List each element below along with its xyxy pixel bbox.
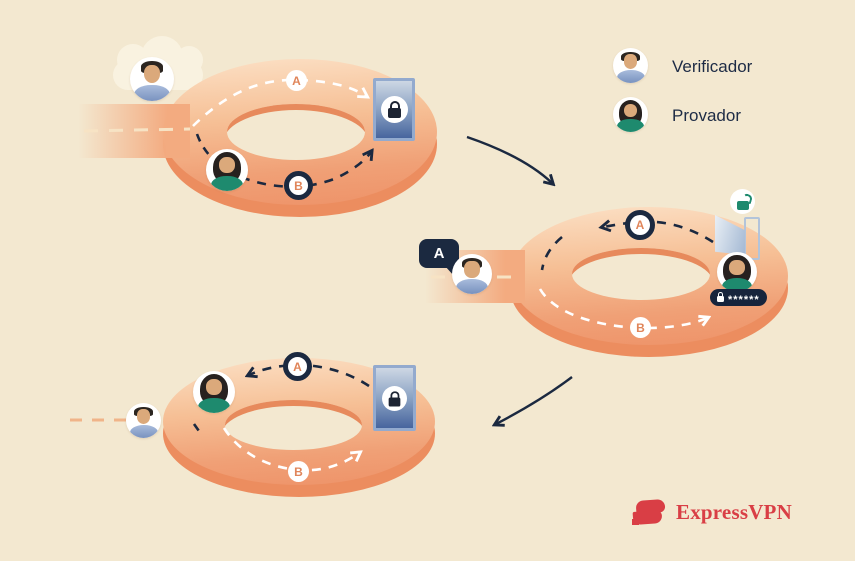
scene3-prover-avatar [193,371,235,413]
legend-verifier-label: Verificador [672,57,753,76]
scene2-verifier-avatar [452,254,492,294]
scene2-speech-bubble-text: A [433,245,445,262]
expressvpn-logo-icon [632,498,668,528]
scene3-door-icon [373,365,416,431]
scene1-lock-circle [380,96,408,123]
scene2-unlocked-circle [730,189,755,214]
scene3-path-a-label: A [293,359,302,374]
scene2-prover-avatar [717,252,757,292]
scene1-path-b-badge: B [284,171,313,200]
legend-prover-label: Provador [672,106,741,125]
scene3-path-b-label: B [294,464,303,479]
scene3-ring-hole [225,400,362,450]
legend-verifier-avatar [613,48,648,83]
scene1-road [78,104,190,158]
scene2-speech-bubble: A [419,239,459,276]
scene1-path-a-badge: A [286,70,307,91]
scene2-path-b-badge: B [630,317,651,338]
scene3-verifier-avatar [126,403,161,438]
scene2-path-b-label: B [636,320,645,335]
scene3-path-b-badge: B [288,461,309,482]
scene1-lock-closed-icon [387,101,401,118]
scene1-path-b-label: B [294,178,303,193]
scene2-ring-hole [572,248,710,300]
password-mask-text: ****** [728,294,760,306]
scene2-password-badge: ****** [710,289,767,306]
scene2-path-a-badge: A [625,210,655,240]
transition-arrow-1 [466,135,552,183]
scene1-path-a-label: A [292,73,301,88]
brand-name: ExpressVPN [676,500,792,524]
legend-prover-avatar [613,97,648,132]
transition-arrow-2 [496,376,573,424]
scene1-prover-avatar [206,149,248,191]
scene2-path-a-label: A [635,218,645,232]
scene3-lock-circle [382,385,407,411]
password-lock-icon [717,292,724,302]
scene1-ring-hole [227,104,365,160]
scene1-door-icon [373,78,415,141]
scene1-verifier-avatar [130,57,174,101]
scene3-lock-closed-icon [388,390,401,406]
scene3-path-a-badge: A [283,352,312,381]
scene2-lock-open-icon [736,200,749,210]
